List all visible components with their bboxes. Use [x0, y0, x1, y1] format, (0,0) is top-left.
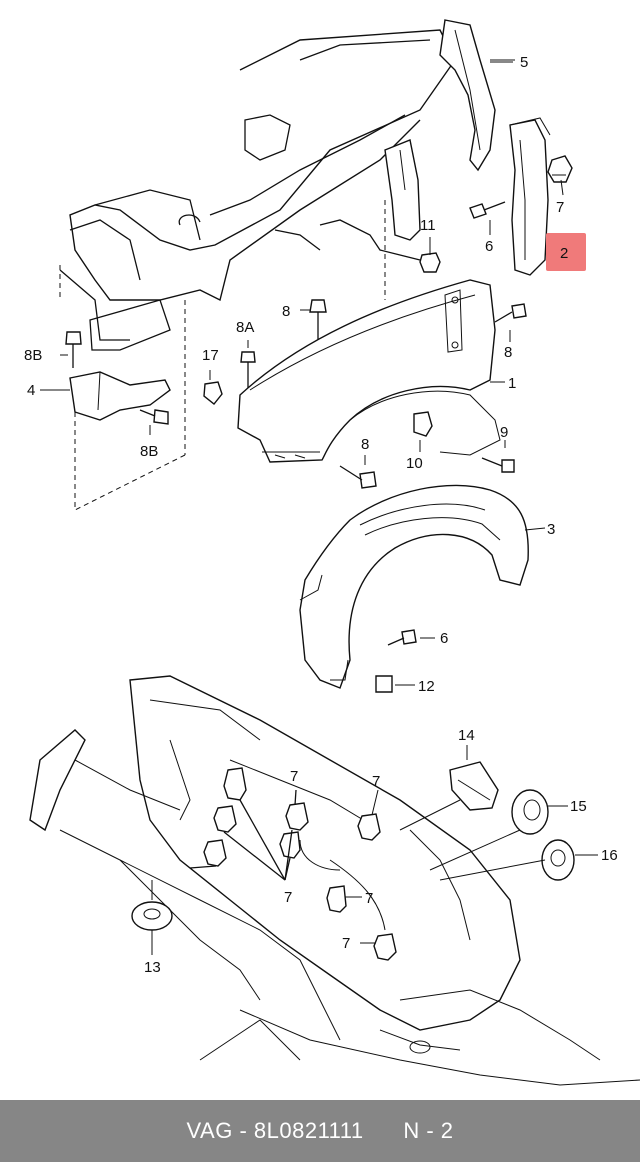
callout-11: 11 — [420, 217, 436, 234]
callout-8A: 8A — [236, 319, 254, 336]
callout-14: 14 — [458, 727, 475, 744]
callout-12: 12 — [418, 678, 435, 695]
plug-13 — [131, 901, 173, 931]
bolt-8-right — [494, 303, 527, 323]
callout-2: 2 — [560, 245, 568, 262]
footer-separator: - — [239, 1118, 248, 1143]
bolt-9 — [481, 457, 515, 473]
body-frame-rail — [59, 29, 456, 455]
callout-8B-upper: 8B — [24, 347, 42, 364]
part-3-wheel-liner — [299, 484, 529, 689]
part-2-seal-strip — [509, 117, 551, 276]
callout-8-right: 8 — [504, 344, 512, 361]
callout-16: 16 — [601, 847, 618, 864]
callout-5: 5 — [520, 54, 528, 71]
callout-4: 4 — [27, 382, 35, 399]
mounting-bracket — [384, 139, 421, 300]
callout-7-lower: 7 — [365, 890, 373, 907]
nut-12 — [375, 675, 393, 693]
bolt-8B-lower — [139, 409, 169, 425]
part-number-footer: VAG - 8L0821111 N - 2 — [0, 1100, 640, 1162]
callout-7-bottom: 7 — [342, 935, 350, 952]
callout-6-top: 6 — [485, 238, 493, 255]
grommet-15 — [511, 789, 549, 835]
bolt-6-upper — [469, 201, 506, 219]
grommet-16 — [541, 839, 575, 881]
footer-position: N - 2 — [403, 1118, 454, 1143]
clip-10 — [413, 411, 433, 437]
callout-7-right: 7 — [372, 773, 380, 790]
callout-6-lower: 6 — [440, 630, 448, 647]
callout-7-mid: 7 — [290, 768, 298, 785]
callout-3: 3 — [547, 521, 555, 538]
bolt-8-lower — [339, 465, 377, 489]
clip-17 — [203, 381, 223, 405]
callout-9: 9 — [500, 424, 508, 441]
clips-7-lower — [189, 767, 397, 961]
footer-brand: VAG — [186, 1118, 233, 1143]
footer-part-number: 8L0821111 — [253, 1118, 364, 1143]
nut-11 — [419, 252, 441, 273]
clip-7-upper — [547, 155, 573, 183]
bolt-6-lower — [387, 629, 417, 646]
callout-labels: 5 2 7 6 11 8 8A 8B 17 4 1 8 8B 8 10 9 3 … — [24, 54, 618, 976]
part-1-fender — [237, 279, 501, 463]
callout-15: 15 — [570, 798, 587, 815]
callout-10: 10 — [406, 455, 423, 472]
callout-1: 1 — [508, 375, 516, 392]
callout-8-lower: 8 — [361, 436, 369, 453]
part-4-bracket — [69, 371, 186, 511]
callout-13: 13 — [144, 959, 161, 976]
callout-7-group: 7 — [284, 889, 292, 906]
callout-8-top: 8 — [282, 303, 290, 320]
leader-lines — [40, 61, 598, 955]
plug-14 — [449, 761, 499, 811]
callout-2-highlight — [546, 233, 586, 271]
parts-diagram: 5 2 7 6 11 8 8A 8B 17 4 1 8 8B 8 10 9 3 … — [24, 19, 640, 1086]
bolt-8A — [240, 351, 256, 388]
callout-7-top: 7 — [556, 199, 564, 216]
bolt-8B-upper — [65, 331, 82, 368]
part-5-pillar-panel — [439, 19, 515, 172]
callout-8B-lower: 8B — [140, 443, 158, 460]
callout-17: 17 — [202, 347, 219, 364]
bolt-8-top — [309, 299, 327, 340]
lower-body-structure — [29, 675, 640, 1086]
